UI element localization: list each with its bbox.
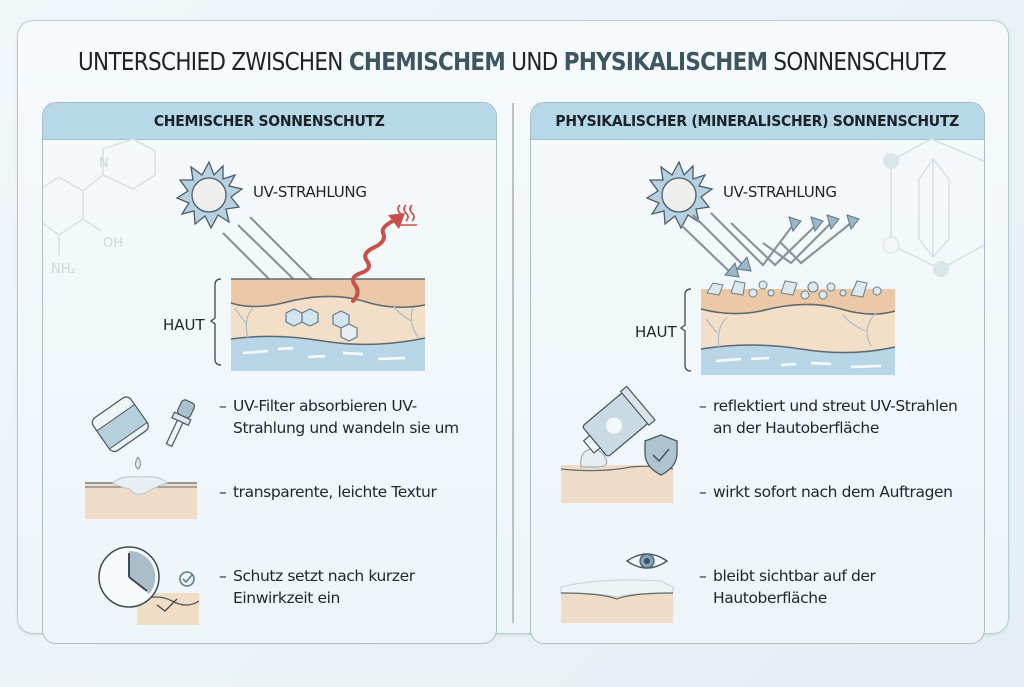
skin-texture-icon <box>85 476 197 519</box>
eye-icon <box>560 553 674 623</box>
bullet-text: UV-Filter absorbieren UV- <box>233 397 417 415</box>
bullet-text: wirkt sofort nach dem Auftragen <box>713 483 953 501</box>
skin-label: HAUT <box>635 323 677 341</box>
sun-icon <box>175 160 244 230</box>
panel-heading-text: PHYSIKALISCHER (MINERALISCHER) SONNENSCH… <box>555 112 960 130</box>
shield-check-icon <box>644 434 678 476</box>
bullet-absorb: –UV-Filter absorbieren UV- Strahlung und… <box>219 395 459 439</box>
bullet-onset: –Schutz setzt nach kurzer Einwirkzeit ei… <box>219 565 415 609</box>
bullet-text: Hautoberfläche <box>713 589 827 607</box>
crystal-icon <box>882 138 984 277</box>
bullet-immediate: –wirkt sofort nach dem Auftragen <box>699 481 953 503</box>
bullet-text: transparente, leichte Textur <box>233 483 437 501</box>
bullet-texture: –transparente, leichte Textur <box>219 481 437 503</box>
title-text: UNTERSCHIED ZWISCHEN <box>77 47 349 76</box>
column-divider <box>512 103 514 623</box>
clock-icon <box>98 546 200 625</box>
skin-label: HAUT <box>163 316 205 334</box>
cream-tube-icon <box>560 385 674 503</box>
bullet-dash: – <box>219 567 227 585</box>
bullet-visible: –bleibt sichtbar auf der Hautoberfläche <box>699 565 876 609</box>
bullet-dash: – <box>219 483 227 501</box>
molecule-background-icon: N OH NH₂ <box>43 138 156 277</box>
svg-text:OH: OH <box>103 236 123 251</box>
bullet-text: reflektiert und streut UV-Strahlen <box>713 397 958 415</box>
bullet-dash: – <box>219 397 227 415</box>
title-text: UND <box>505 47 564 76</box>
dropper-bottle-icon <box>91 396 196 470</box>
bullet-text: bleibt sichtbar auf der <box>713 567 876 585</box>
page-title: UNTERSCHIED ZWISCHEN CHEMISCHEM UND PHYS… <box>72 47 953 76</box>
physical-sunscreen-panel: PHYSIKALISCHER (MINERALISCHER) SONNENSCH… <box>530 102 985 644</box>
heat-icon <box>396 204 417 226</box>
bullet-text: an der Hautoberfläche <box>713 419 879 437</box>
bullet-dash: – <box>699 567 707 585</box>
panel-heading: CHEMISCHER SONNENSCHUTZ <box>43 103 496 140</box>
bullet-dash: – <box>699 397 707 415</box>
bullet-text: Einwirkzeit ein <box>233 589 340 607</box>
skin-absorption-diagram <box>209 213 426 371</box>
check-circle-icon <box>179 571 180 572</box>
bullet-reflect: –reflektiert und streut UV-Strahlen an d… <box>699 395 958 439</box>
panel-heading-text: CHEMISCHER SONNENSCHUTZ <box>154 112 385 130</box>
panel-heading: PHYSIKALISCHER (MINERALISCHER) SONNENSCH… <box>531 103 984 140</box>
uv-radiation-label: UV-STRAHLUNG <box>723 183 837 201</box>
bullet-text: Strahlung und wandeln sie um <box>233 419 459 437</box>
bullet-dash: – <box>699 483 707 501</box>
title-highlight-physical: PHYSIKALISCHEM <box>563 47 768 76</box>
title-text: SONNENSCHUTZ <box>767 47 947 76</box>
sun-icon <box>645 160 714 230</box>
chemical-sunscreen-panel: CHEMISCHER SONNENSCHUTZ N OH NH₂ UV-STRA… <box>42 102 497 644</box>
title-highlight-chemical: CHEMISCHEM <box>348 47 506 76</box>
bullet-text: Schutz setzt nach kurzer <box>233 567 415 585</box>
uv-radiation-label: UV-STRAHLUNG <box>253 183 367 201</box>
svg-text:NH₂: NH₂ <box>51 262 76 277</box>
svg-text:N: N <box>99 156 109 171</box>
skin-reflection-diagram <box>679 212 896 375</box>
